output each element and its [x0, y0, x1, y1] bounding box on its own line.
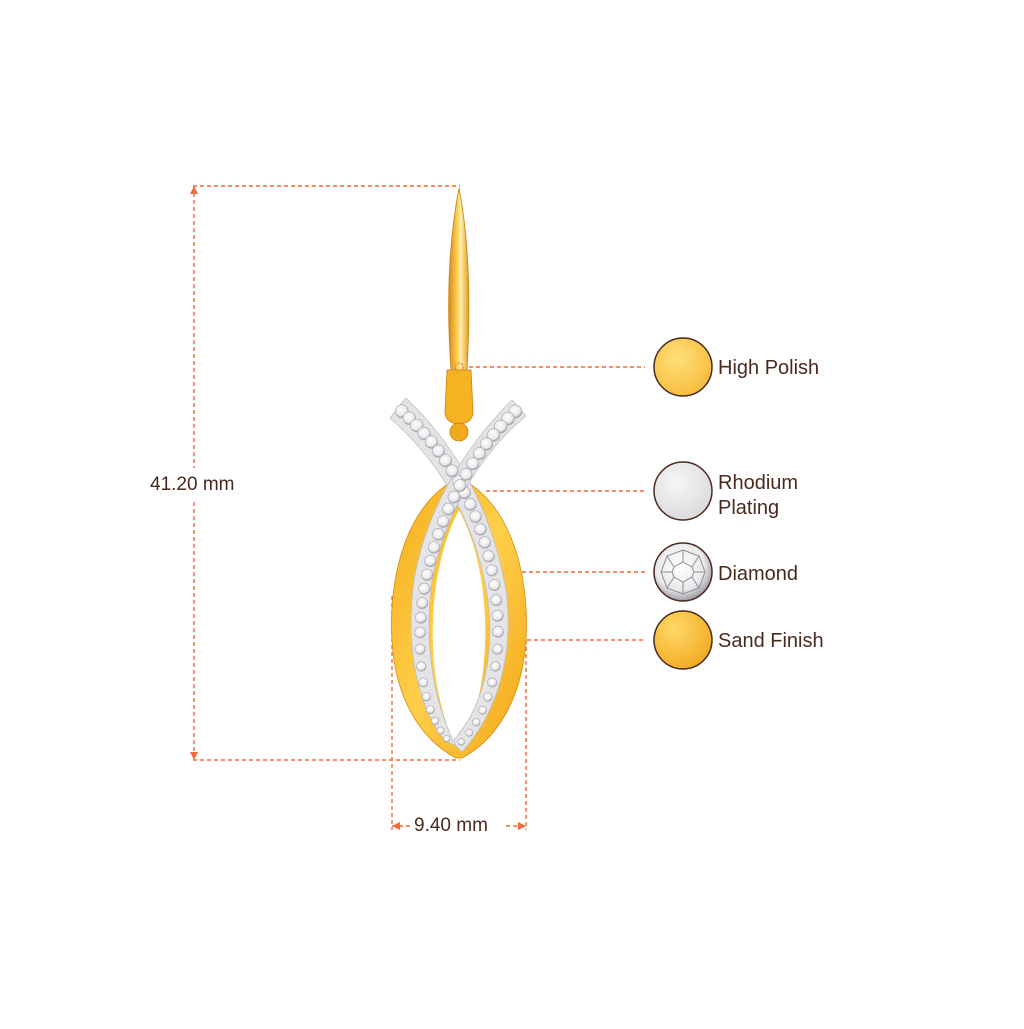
diamond-stone — [421, 692, 432, 702]
arrow-right-icon — [518, 822, 526, 830]
diamond-stone — [494, 419, 508, 434]
earring-hook — [448, 187, 470, 371]
diamond-stone — [479, 437, 494, 451]
diamond-stone — [445, 464, 459, 478]
dimension-lines — [193, 185, 645, 830]
diamond-stone — [438, 454, 452, 468]
diamond-stone — [431, 444, 445, 458]
arrow-bottom-icon — [190, 752, 198, 760]
diamond-stone — [478, 536, 491, 549]
diamond-stone — [416, 661, 427, 672]
diamond-stone — [457, 738, 465, 746]
diamond-stone — [414, 643, 426, 655]
rhodium-swatch-icon — [653, 461, 713, 521]
diamond-stone — [490, 661, 501, 672]
diamond-stone — [474, 523, 487, 536]
diamond-stone — [420, 568, 433, 581]
diamond-stone — [442, 502, 455, 516]
width-dimension-label: 9.40 mm — [412, 815, 490, 837]
arrow-left-icon — [392, 822, 400, 830]
earring-illustration — [389, 187, 527, 759]
diamond-stone — [418, 677, 429, 688]
diamond-stone — [414, 626, 426, 639]
diamond-stone — [478, 705, 487, 715]
diamond-stone — [443, 734, 451, 743]
diamond-stone — [492, 625, 504, 638]
diamond-stone — [482, 550, 495, 563]
diamond-stone — [418, 582, 431, 595]
earring-inner-opening — [432, 510, 486, 748]
diamond-stone — [436, 726, 445, 735]
diamond-stone — [428, 541, 441, 554]
diamond-stone — [416, 597, 429, 609]
diamond-stone — [425, 705, 435, 714]
diamond-stone — [463, 498, 477, 511]
diamond-stone — [437, 515, 450, 528]
diamond-stone — [472, 718, 481, 727]
legend-label-high-polish: High Polish — [718, 357, 820, 379]
diamond-stone — [432, 528, 445, 541]
sand-finish-swatch-icon — [653, 610, 713, 670]
diamond-stone — [469, 510, 482, 523]
earring-bail — [444, 369, 474, 425]
legend-swatches — [653, 337, 713, 670]
legend-label-rhodium-plating: Rhodium Plating — [718, 472, 799, 519]
diamond-stone — [483, 692, 493, 702]
diamond-stone — [486, 428, 501, 442]
diamond-stone — [424, 435, 439, 449]
diamond-stone — [431, 716, 440, 726]
diamond-stone — [487, 677, 498, 688]
diamond-stone — [414, 611, 427, 624]
height-dimension-label: 41.20 mm — [150, 474, 235, 496]
diamond-stone — [453, 479, 467, 492]
dimension-arrowheads — [190, 186, 526, 830]
diamond-stone — [466, 457, 480, 471]
legend-label-diamond: Diamond — [718, 563, 799, 585]
diamond-stone — [472, 447, 486, 461]
diamond-stone — [459, 467, 473, 481]
diamond-stone — [488, 578, 501, 591]
diamond-stone — [417, 426, 431, 441]
arrow-top-icon — [190, 186, 198, 194]
diamond-stone — [490, 594, 503, 607]
diamond-stone — [491, 609, 504, 622]
diamond-stone — [485, 564, 498, 577]
diamond-stone — [424, 554, 437, 568]
gold-polish-swatch-icon — [653, 337, 713, 397]
diamond-stone — [447, 490, 461, 504]
legend-label-sand-finish: Sand Finish — [718, 630, 824, 652]
diamond-stone — [492, 643, 503, 655]
diamond-stone — [465, 728, 474, 737]
diamond-stones — [394, 404, 523, 746]
diamond-swatch-icon — [653, 542, 713, 602]
